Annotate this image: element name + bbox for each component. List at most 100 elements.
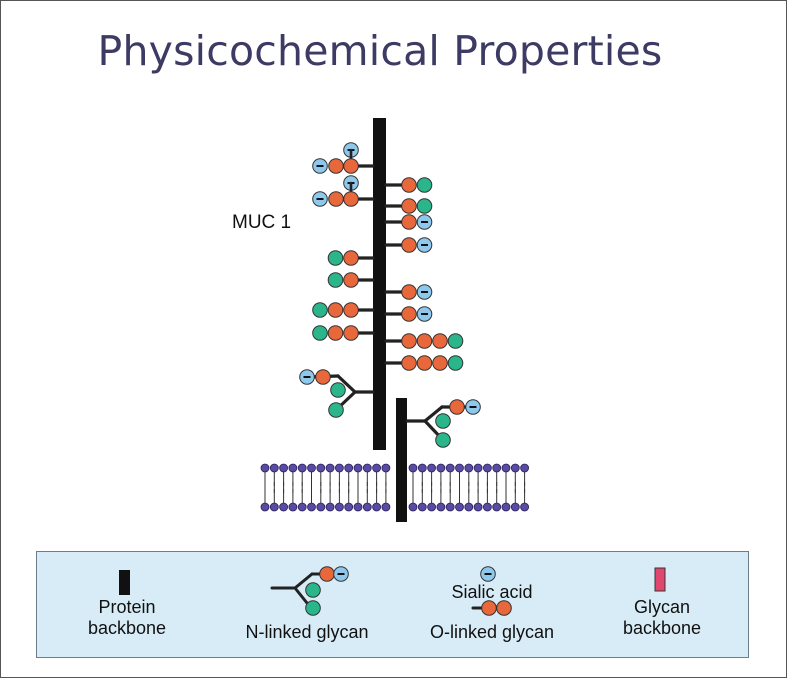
lipid-head: [297, 502, 307, 512]
orange-residue: [496, 600, 512, 616]
lipid-head: [307, 502, 316, 512]
lipid-head: [501, 502, 511, 512]
green-residue: [416, 177, 433, 193]
sialic-acid-icon: [480, 566, 496, 582]
glycan-linkage: [336, 374, 357, 394]
protein-backbone-icon: [119, 570, 130, 595]
lipid-head: [362, 463, 372, 473]
lipid-head: [288, 463, 298, 473]
lipid-bilayer: [260, 463, 529, 512]
lipid-head: [334, 502, 344, 512]
page-title: Physicochemical Properties: [97, 27, 663, 75]
orange-residue: [401, 198, 417, 214]
orange-residue: [328, 191, 344, 207]
green-residue: [305, 600, 321, 616]
lipid-head: [334, 463, 344, 473]
orange-residue: [327, 302, 344, 318]
lipid-head: [473, 463, 483, 473]
n-linked-glycan-icon: [270, 566, 349, 616]
orange-residue: [401, 284, 417, 300]
lipid-head: [501, 463, 511, 473]
orange-residue: [343, 272, 359, 288]
lipid-head: [427, 502, 437, 512]
lipid-head: [464, 463, 474, 473]
glycan-backbone-icon: [654, 567, 666, 592]
o-linked-glycan-icon: [471, 600, 512, 616]
lipid-head: [362, 502, 372, 512]
lipid-head: [510, 502, 520, 512]
orange-residue: [343, 250, 359, 266]
lipid-head: [316, 463, 326, 473]
lipid-head: [353, 502, 363, 512]
lipid-head: [427, 463, 437, 473]
green-residue: [447, 333, 464, 349]
lipid-head: [260, 463, 270, 473]
glycan-linkage: [423, 405, 444, 423]
green-residue: [305, 582, 321, 598]
lipid-head: [436, 502, 446, 512]
orange-residue: [343, 158, 359, 174]
lipid-head: [417, 502, 427, 512]
lipid-head: [455, 463, 464, 473]
orange-residue: [328, 158, 344, 174]
orange-residue: [315, 369, 331, 385]
glycan-chains: [299, 142, 481, 448]
orange-residue: [401, 177, 417, 193]
orange-residue: [343, 191, 359, 207]
orange-residue: [416, 355, 433, 371]
orange-residue: [327, 325, 344, 341]
green-residue: [330, 382, 346, 398]
legend-icons: [119, 566, 666, 616]
lipid-head: [381, 502, 391, 512]
lipid-head: [279, 463, 289, 473]
orange-residue: [416, 333, 433, 349]
lipid-head: [269, 502, 279, 512]
orange-residue: [432, 355, 448, 371]
lipid-head: [417, 463, 427, 473]
orange-residue: [343, 325, 359, 341]
orange-residue: [401, 306, 417, 322]
lipid-head: [482, 502, 492, 512]
lipid-head: [520, 463, 529, 473]
orange-residue: [319, 566, 335, 582]
lipid-head: [482, 463, 492, 473]
lipid-head: [269, 463, 279, 473]
green-residue: [328, 402, 344, 418]
green-residue: [435, 432, 451, 448]
glycan-linkage: [293, 572, 314, 590]
lipid-head: [288, 502, 298, 512]
lipid-head: [381, 463, 391, 473]
lipid-head: [445, 463, 455, 473]
lipid-head: [325, 502, 335, 512]
orange-residue: [432, 333, 448, 349]
lipid-head: [353, 463, 363, 473]
lipid-head: [297, 463, 307, 473]
lipid-head: [445, 502, 455, 512]
legend-box: Protein backbone N-linked glycan Sialic …: [36, 551, 749, 658]
lipid-head: [408, 502, 418, 512]
lipid-head: [464, 502, 474, 512]
lipid-head: [325, 463, 335, 473]
orange-residue: [401, 214, 417, 230]
lipid-head: [372, 502, 382, 512]
lipid-head: [260, 502, 270, 512]
legend-o-linked-label: O-linked glycan: [429, 622, 555, 642]
lipid-head: [510, 463, 520, 473]
lipid-head: [408, 463, 418, 473]
lipid-head: [316, 502, 326, 512]
legend-sialic-acid-label: Sialic acid: [451, 582, 533, 602]
muc1-protein-backbone: [373, 118, 386, 450]
lipid-head: [372, 463, 382, 473]
green-residue: [416, 198, 433, 214]
legend-protein-backbone-label: Protein backbone: [87, 597, 167, 638]
lipid-head: [344, 502, 354, 512]
green-residue: [312, 325, 328, 341]
lipid-head: [455, 502, 464, 512]
lipid-head: [279, 502, 289, 512]
lipid-head: [473, 502, 483, 512]
lipid-head: [492, 502, 502, 512]
legend-n-linked-label: N-linked glycan: [245, 622, 369, 642]
green-residue: [435, 413, 451, 429]
muc1-label: MUC 1: [232, 212, 292, 233]
